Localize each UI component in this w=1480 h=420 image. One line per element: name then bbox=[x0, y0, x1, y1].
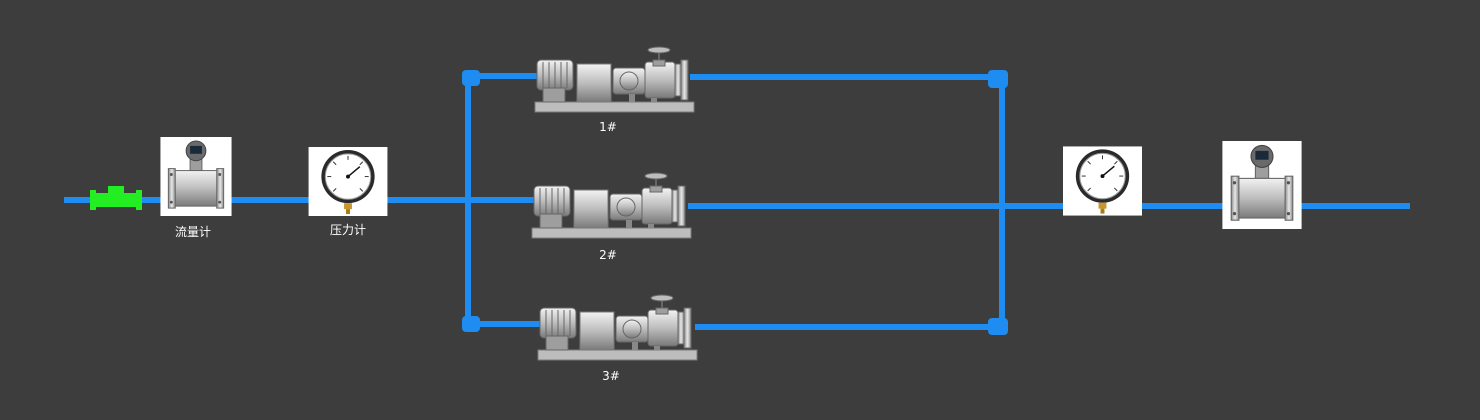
pump-3-label: 3# bbox=[602, 369, 620, 383]
pressure-gauge-icon[interactable] bbox=[308, 147, 388, 216]
pump-1-label: 1# bbox=[599, 120, 617, 134]
flowmeter-label: 流量计 bbox=[174, 225, 212, 239]
pressure-gauge-icon[interactable] bbox=[1063, 146, 1142, 216]
pressure-gauge-label: 压力计 bbox=[329, 223, 367, 237]
centrifugal-pump-icon[interactable] bbox=[537, 294, 698, 361]
pipe-network bbox=[64, 73, 1410, 330]
turbine-flowmeter-icon[interactable] bbox=[1222, 141, 1302, 229]
elbow-top-right bbox=[988, 70, 1008, 88]
centrifugal-pump-icon[interactable] bbox=[534, 46, 695, 113]
gate-valve-icon[interactable] bbox=[90, 186, 142, 210]
pump-2-label: 2# bbox=[599, 248, 617, 262]
centrifugal-pump-icon[interactable] bbox=[531, 172, 692, 239]
turbine-flowmeter-icon[interactable] bbox=[160, 137, 232, 216]
elbow-bottom-right bbox=[988, 318, 1008, 335]
elbow-top-left bbox=[462, 70, 480, 86]
elbow-bottom-left bbox=[462, 316, 480, 332]
